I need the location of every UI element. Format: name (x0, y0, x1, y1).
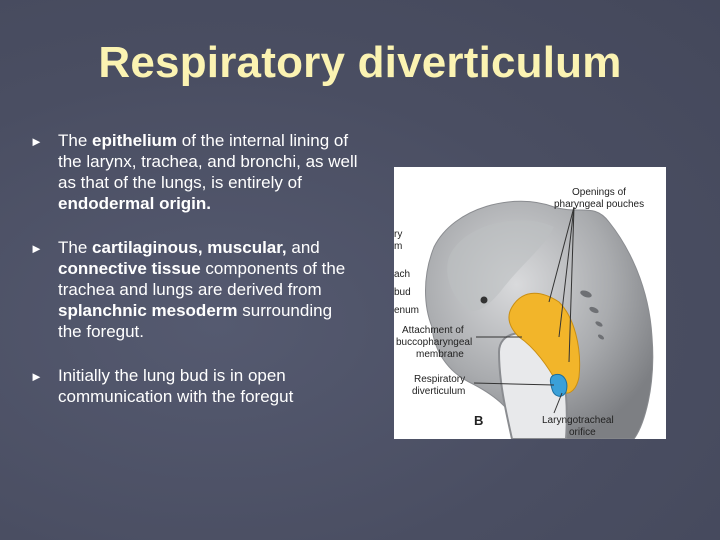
bullet-bold-text: splanchnic mesoderm (58, 301, 238, 320)
bullet-bold-text: cartilaginous, muscular, (92, 238, 287, 257)
bullet-run-text: and (286, 238, 320, 257)
bullet-bold-text: connective tissue (58, 259, 201, 278)
label-attach-1: Attachment of (402, 325, 464, 336)
pharyngeal-grooves (580, 290, 605, 340)
respiratory-diverticulum-shape (549, 373, 568, 397)
bullet-bold-text: endodermal origin. (58, 194, 212, 213)
label-left-4: bud (394, 287, 411, 298)
label-left-3: ach (394, 269, 410, 280)
label-attach-3: membrane (416, 349, 464, 360)
label-figure-letter: B (474, 413, 483, 428)
bullet-text: The cartilaginous, muscular, and connect… (58, 238, 345, 341)
bullet-arrow-icon: ► (30, 369, 43, 384)
bullet-arrow-icon: ► (30, 134, 43, 149)
slide-title: Respiratory diverticulum (98, 38, 622, 87)
label-laryn-1: Laryngotracheal (542, 415, 614, 426)
bullet-list: ► The epithelium of the internal lining … (30, 130, 360, 430)
bullet-item: ► The cartilaginous, muscular, and conne… (30, 237, 360, 342)
label-attach-2: buccopharyngeal (396, 337, 472, 348)
bullet-run-text: Initially the lung bud is in open commun… (58, 366, 294, 406)
embryo-diagram: Openings of pharyngeal pouches ry m ach … (394, 187, 654, 439)
bullet-run-text: The (58, 131, 93, 150)
label-resp-1: Respiratory (414, 374, 465, 385)
embryo-figure: Openings of pharyngeal pouches ry m ach … (394, 167, 666, 439)
bullet-arrow-icon: ► (30, 241, 43, 256)
bullet-bold-text: epithelium (92, 131, 178, 150)
label-left-1: ry (394, 229, 402, 240)
label-openings-2: pharyngeal pouches (554, 199, 644, 210)
bullet-item: ► Initially the lung bud is in open comm… (30, 365, 360, 407)
label-openings-1: Openings of (572, 187, 626, 198)
pointer-lines (473, 206, 575, 414)
bullet-text: The epithelium of the internal lining of… (58, 131, 358, 213)
bullet-text: Initially the lung bud is in open commun… (58, 366, 293, 406)
bullet-run-text: components of the trachea and lungs are … (58, 259, 346, 299)
eye-dot (480, 296, 488, 304)
label-left-5: enum (394, 305, 419, 316)
bullet-run-text: The (58, 238, 93, 257)
label-left-2: m (394, 241, 402, 252)
bullet-item: ► The epithelium of the internal lining … (30, 130, 360, 214)
mesoderm-tissue (508, 292, 581, 394)
head-lobe (447, 220, 554, 311)
label-resp-2: diverticulum (412, 386, 465, 397)
bullet-run-text: surrounding the foregut. (58, 301, 333, 341)
bullet-run-text: of the internal lining of the larynx, tr… (58, 131, 358, 192)
label-laryn-2: orifice (569, 427, 596, 438)
